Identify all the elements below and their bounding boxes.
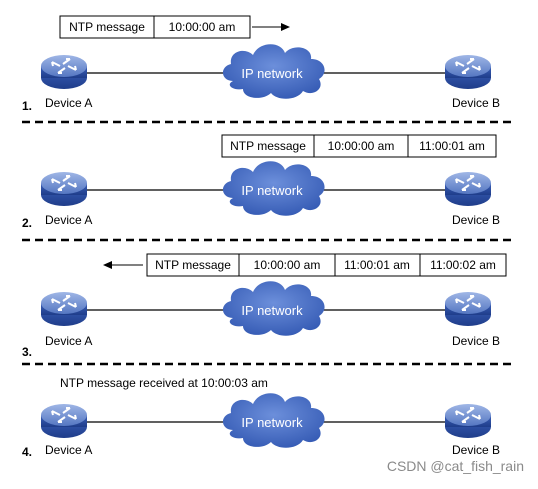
watermark: CSDN @cat_fish_rain bbox=[387, 458, 524, 474]
ntp-packet: NTP message 10:00:00 am bbox=[59, 15, 251, 39]
router-icon bbox=[445, 55, 491, 89]
packet-field: NTP message bbox=[230, 139, 306, 153]
ntp-packet: NTP message 10:00:00 am 11:00:01 am bbox=[221, 134, 497, 158]
device-a-label: Device A bbox=[45, 213, 92, 227]
cloud-icon bbox=[222, 44, 325, 99]
step-number: 4. bbox=[22, 445, 32, 459]
device-a-label: Device A bbox=[45, 96, 92, 110]
step-number: 2. bbox=[22, 216, 32, 230]
device-b-label: Device B bbox=[452, 213, 500, 227]
packet-field: 10:00:00 am bbox=[254, 258, 321, 272]
ntp-packet: NTP message 10:00:00 am 11:00:01 am 11:0… bbox=[146, 253, 507, 277]
cloud-icon bbox=[222, 281, 325, 336]
packet-field: 10:00:00 am bbox=[169, 20, 236, 34]
step-2: NTP message 10:00:00 am 11:00:01 am IP n… bbox=[22, 134, 500, 230]
step-1: NTP message 10:00:00 am IP network bbox=[22, 15, 500, 113]
step-4: NTP message received at 10:00:03 am IP n… bbox=[22, 376, 500, 459]
device-a-label: Device A bbox=[45, 334, 92, 348]
device-a-label: Device A bbox=[45, 443, 92, 457]
network-label: IP network bbox=[241, 415, 303, 430]
packet-field: 11:00:01 am bbox=[344, 258, 410, 272]
packet-field: NTP message bbox=[69, 20, 145, 34]
router-icon bbox=[41, 292, 87, 326]
router-icon bbox=[41, 404, 87, 438]
cloud-icon bbox=[222, 393, 325, 448]
router-icon bbox=[445, 292, 491, 326]
router-icon bbox=[41, 172, 87, 206]
received-note: NTP message received at 10:00:03 am bbox=[60, 376, 268, 390]
packet-field: 11:00:02 am bbox=[430, 258, 496, 272]
step-3: NTP message 10:00:00 am 11:00:01 am 11:0… bbox=[22, 253, 507, 359]
router-icon bbox=[445, 404, 491, 438]
packet-field: NTP message bbox=[155, 258, 231, 272]
cloud-icon bbox=[222, 161, 325, 216]
device-b-label: Device B bbox=[452, 443, 500, 457]
packet-field: 11:00:01 am bbox=[419, 139, 485, 153]
router-icon bbox=[445, 172, 491, 206]
packet-field: 10:00:00 am bbox=[328, 139, 395, 153]
router-icon bbox=[41, 55, 87, 89]
device-b-label: Device B bbox=[452, 96, 500, 110]
network-label: IP network bbox=[241, 303, 303, 318]
step-number: 1. bbox=[22, 99, 32, 113]
device-b-label: Device B bbox=[452, 334, 500, 348]
network-label: IP network bbox=[241, 183, 303, 198]
step-number: 3. bbox=[22, 345, 32, 359]
arrow-right-icon bbox=[252, 23, 290, 31]
arrow-left-icon bbox=[103, 261, 143, 269]
network-label: IP network bbox=[241, 66, 303, 81]
